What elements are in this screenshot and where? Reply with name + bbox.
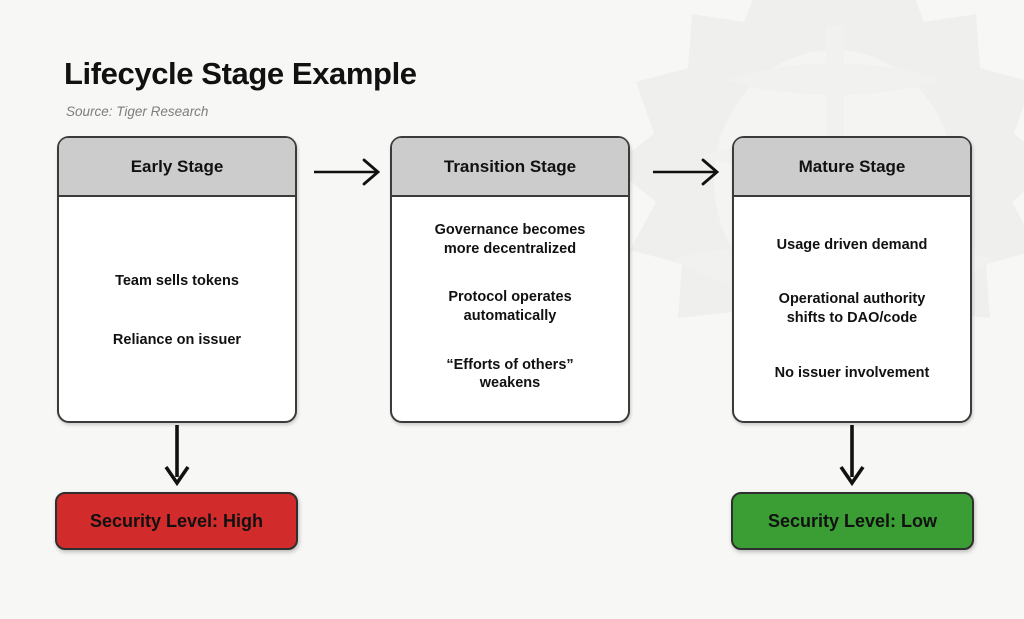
status-badge-label: Security Level: Low — [767, 510, 938, 531]
stage-body-transition: Governance becomes more decentralized Pr… — [392, 197, 628, 421]
stage-line: Team sells tokens — [115, 273, 239, 290]
stage-card-transition[interactable]: Transition Stage Governance becomes more… — [390, 136, 630, 423]
arrow-right-icon — [314, 158, 381, 186]
stage-line: Operational authority shifts to DAO/code — [778, 291, 926, 326]
status-badge-security-high[interactable]: Security Level: High — [55, 492, 298, 550]
arrow-right-icon — [653, 158, 720, 186]
stage-line: Protocol operates automatically — [448, 289, 572, 324]
page-title: Lifecycle Stage Example — [64, 56, 417, 91]
source-caption: Source: Tiger Research — [66, 104, 209, 119]
stage-line: No issuer involvement — [774, 364, 930, 381]
stage-line: Usage driven demand — [776, 236, 928, 253]
status-badge-label: Security Level: High — [89, 510, 264, 531]
stage-line: Reliance on issuer — [112, 332, 242, 348]
stage-body-mature: Usage driven demand Operational authorit… — [734, 197, 970, 421]
stage-title-mature: Mature Stage — [734, 138, 970, 197]
status-badge-security-low[interactable]: Security Level: Low — [731, 492, 974, 550]
arrow-down-icon — [164, 425, 190, 487]
stage-card-early[interactable]: Early Stage Team sells tokens Reliance o… — [57, 136, 297, 423]
stage-card-mature[interactable]: Mature Stage Usage driven demand Operati… — [732, 136, 972, 423]
stage-line: Governance becomes more decentralized — [434, 222, 586, 257]
stage-title-transition: Transition Stage — [392, 138, 628, 197]
stage-body-early: Team sells tokens Reliance on issuer — [59, 197, 295, 421]
stage-line: “Efforts of others” weakens — [446, 356, 574, 392]
stage-title-early: Early Stage — [59, 138, 295, 197]
arrow-down-icon — [839, 425, 865, 487]
